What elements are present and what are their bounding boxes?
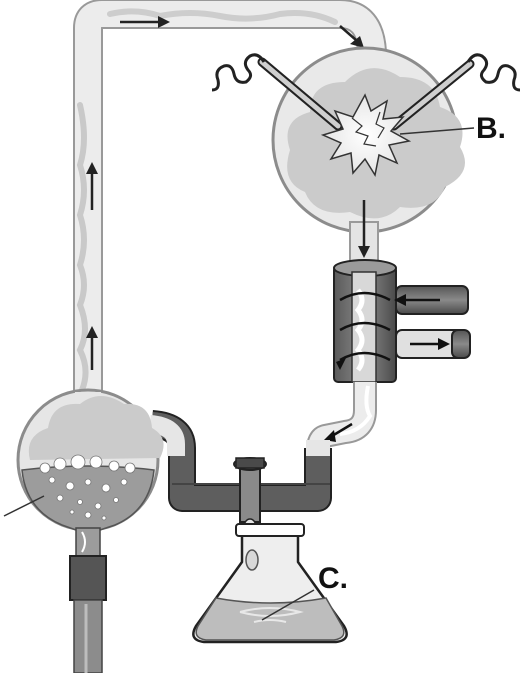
label-c: C. (318, 562, 348, 595)
collection-flask (192, 523, 348, 644)
spark-flask (211, 46, 521, 263)
electrode-left (257, 57, 343, 131)
label-b: B. (476, 112, 506, 145)
condenser (333, 259, 471, 383)
boiling-flask (16, 388, 164, 559)
flow-arrows-vapor (86, 16, 364, 370)
leader-line-c (261, 589, 315, 621)
wire-coil-left (211, 53, 266, 92)
heat-source-tube (69, 555, 107, 673)
u-trap (148, 410, 332, 512)
electrode-right (389, 59, 475, 131)
droplet (245, 549, 259, 571)
flow-arrow-return (331, 422, 353, 438)
return-tube (306, 382, 377, 451)
leader-line-b (399, 127, 475, 135)
leader-line-a (3, 495, 45, 517)
vapor-tube (73, 0, 387, 400)
wire-coil-right (466, 53, 521, 92)
